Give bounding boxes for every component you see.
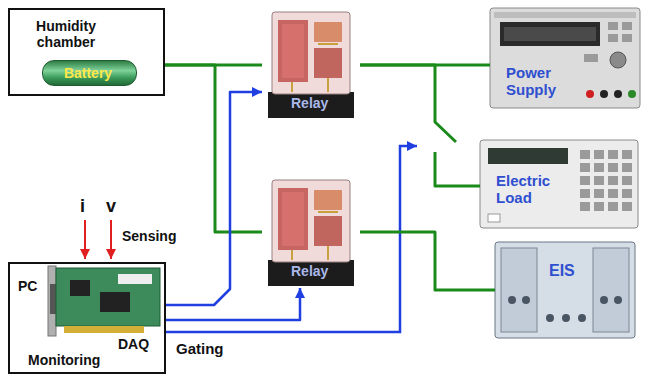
node-label: EIS (547, 262, 577, 280)
eis-picture-part (600, 296, 608, 304)
node-label: Battery (43, 65, 133, 81)
electric-load-picture-part-part (580, 163, 590, 172)
daq-card-picture (48, 266, 160, 336)
eis-picture (495, 242, 635, 338)
power-supply-picture-part (490, 8, 640, 108)
signal-label: i (80, 196, 85, 217)
eis-picture-part (508, 296, 516, 304)
power-supply-picture-part (628, 90, 636, 98)
eis-picture-part (614, 296, 622, 304)
power-wire (360, 65, 480, 186)
daq-card-picture-part (64, 326, 144, 333)
eis-picture-part (495, 242, 635, 338)
electric-load-picture-part-part (580, 150, 590, 159)
daq-card-picture-part (118, 274, 152, 284)
electric-load-picture-part (488, 148, 568, 164)
sensing-arrow-part (110, 220, 112, 259)
daq-card-picture-part (56, 268, 160, 326)
relay-picture-part (268, 12, 354, 118)
node-label: Electric Load (494, 172, 564, 207)
node-label: Relay (289, 95, 330, 111)
power-supply-picture-part (586, 90, 594, 98)
electric-load-picture-part-part (580, 202, 590, 211)
power-supply-picture-part (622, 22, 632, 30)
chamber-box: Humidity chamberBattery (8, 8, 165, 96)
control-arrow (166, 92, 262, 305)
power-supply-picture-part (614, 90, 622, 98)
daq-card-picture-part (100, 292, 130, 312)
node-label: PC (18, 278, 37, 294)
electric-load-picture-part-part (594, 176, 604, 185)
electric-load-picture-part-part (594, 163, 604, 172)
eis-picture-part (501, 248, 537, 332)
electric-load-picture-part-part (594, 189, 604, 198)
daq-card-picture-part (70, 280, 90, 296)
electric-load-picture-part-part (608, 202, 618, 211)
power-supply-box: Power Supply (490, 8, 640, 108)
daq-card-picture-part (50, 284, 56, 314)
electric-load-picture-part-part (608, 150, 618, 159)
power-supply-picture-part (504, 27, 596, 41)
eis-picture-part (562, 314, 570, 322)
electric-load-picture-part-part (622, 202, 632, 211)
node-label: Power Supply (504, 64, 570, 99)
power-supply-picture (490, 8, 640, 108)
power-supply-picture-part (608, 34, 618, 42)
power-supply-picture-part (600, 90, 608, 98)
daq-card-picture-part (48, 266, 56, 336)
relay-box: Relay (262, 8, 360, 120)
sensing-arrow (85, 220, 111, 259)
relay-box: Relay (262, 176, 360, 288)
electric-load-picture-part-part (622, 176, 632, 185)
signal-label: v (106, 196, 116, 217)
node-label: Monitoring (28, 352, 100, 368)
electric-load-picture-part-part (622, 189, 632, 198)
node-label: Relay (289, 263, 330, 279)
power-supply-picture-part (622, 34, 632, 42)
node-label: Humidity chamber (18, 18, 114, 50)
control-arrow (166, 288, 300, 320)
electric-load-picture-part-part (622, 150, 632, 159)
sensing-arrow-part (84, 220, 86, 259)
signal-label: Sensing (122, 228, 176, 244)
relay-picture-part (268, 180, 354, 286)
electric-load-picture-part-part (608, 163, 618, 172)
relay-picture (268, 12, 354, 286)
electric-load-picture-part-part (622, 163, 632, 172)
battery-cell: Battery (42, 60, 137, 86)
eis-picture-part (593, 248, 629, 332)
eis-picture-part (578, 314, 586, 322)
signal-label: Gating (176, 340, 224, 357)
power-supply-picture-part (610, 52, 626, 68)
electric-load-picture-part-part (580, 189, 590, 198)
electric-load-picture-part (488, 214, 500, 222)
electric-load-picture (480, 140, 638, 228)
electric-load-picture-part-part (608, 189, 618, 198)
power-supply-picture-part (500, 22, 600, 46)
electric-load-picture-part-part (594, 150, 604, 159)
electric-load-picture-part-part (608, 176, 618, 185)
eis-picture-part (522, 296, 530, 304)
electric-load-picture-part (480, 140, 638, 228)
pc-box: PC DAQ Monitoring (8, 262, 166, 374)
electric-load-picture-part-part (594, 202, 604, 211)
node-label: DAQ (118, 336, 149, 352)
electric-load-picture-part (580, 150, 632, 211)
power-supply-picture-part (608, 22, 618, 30)
eis-picture-part (546, 314, 554, 322)
electric-load-picture-part-part (580, 176, 590, 185)
power-supply-picture-part (494, 12, 636, 18)
power-supply-picture-part (584, 54, 598, 62)
electric-load-box: Electric Load (480, 140, 638, 228)
power-wire (165, 65, 262, 232)
power-wire (360, 232, 495, 290)
eis-box: EIS (495, 242, 635, 338)
